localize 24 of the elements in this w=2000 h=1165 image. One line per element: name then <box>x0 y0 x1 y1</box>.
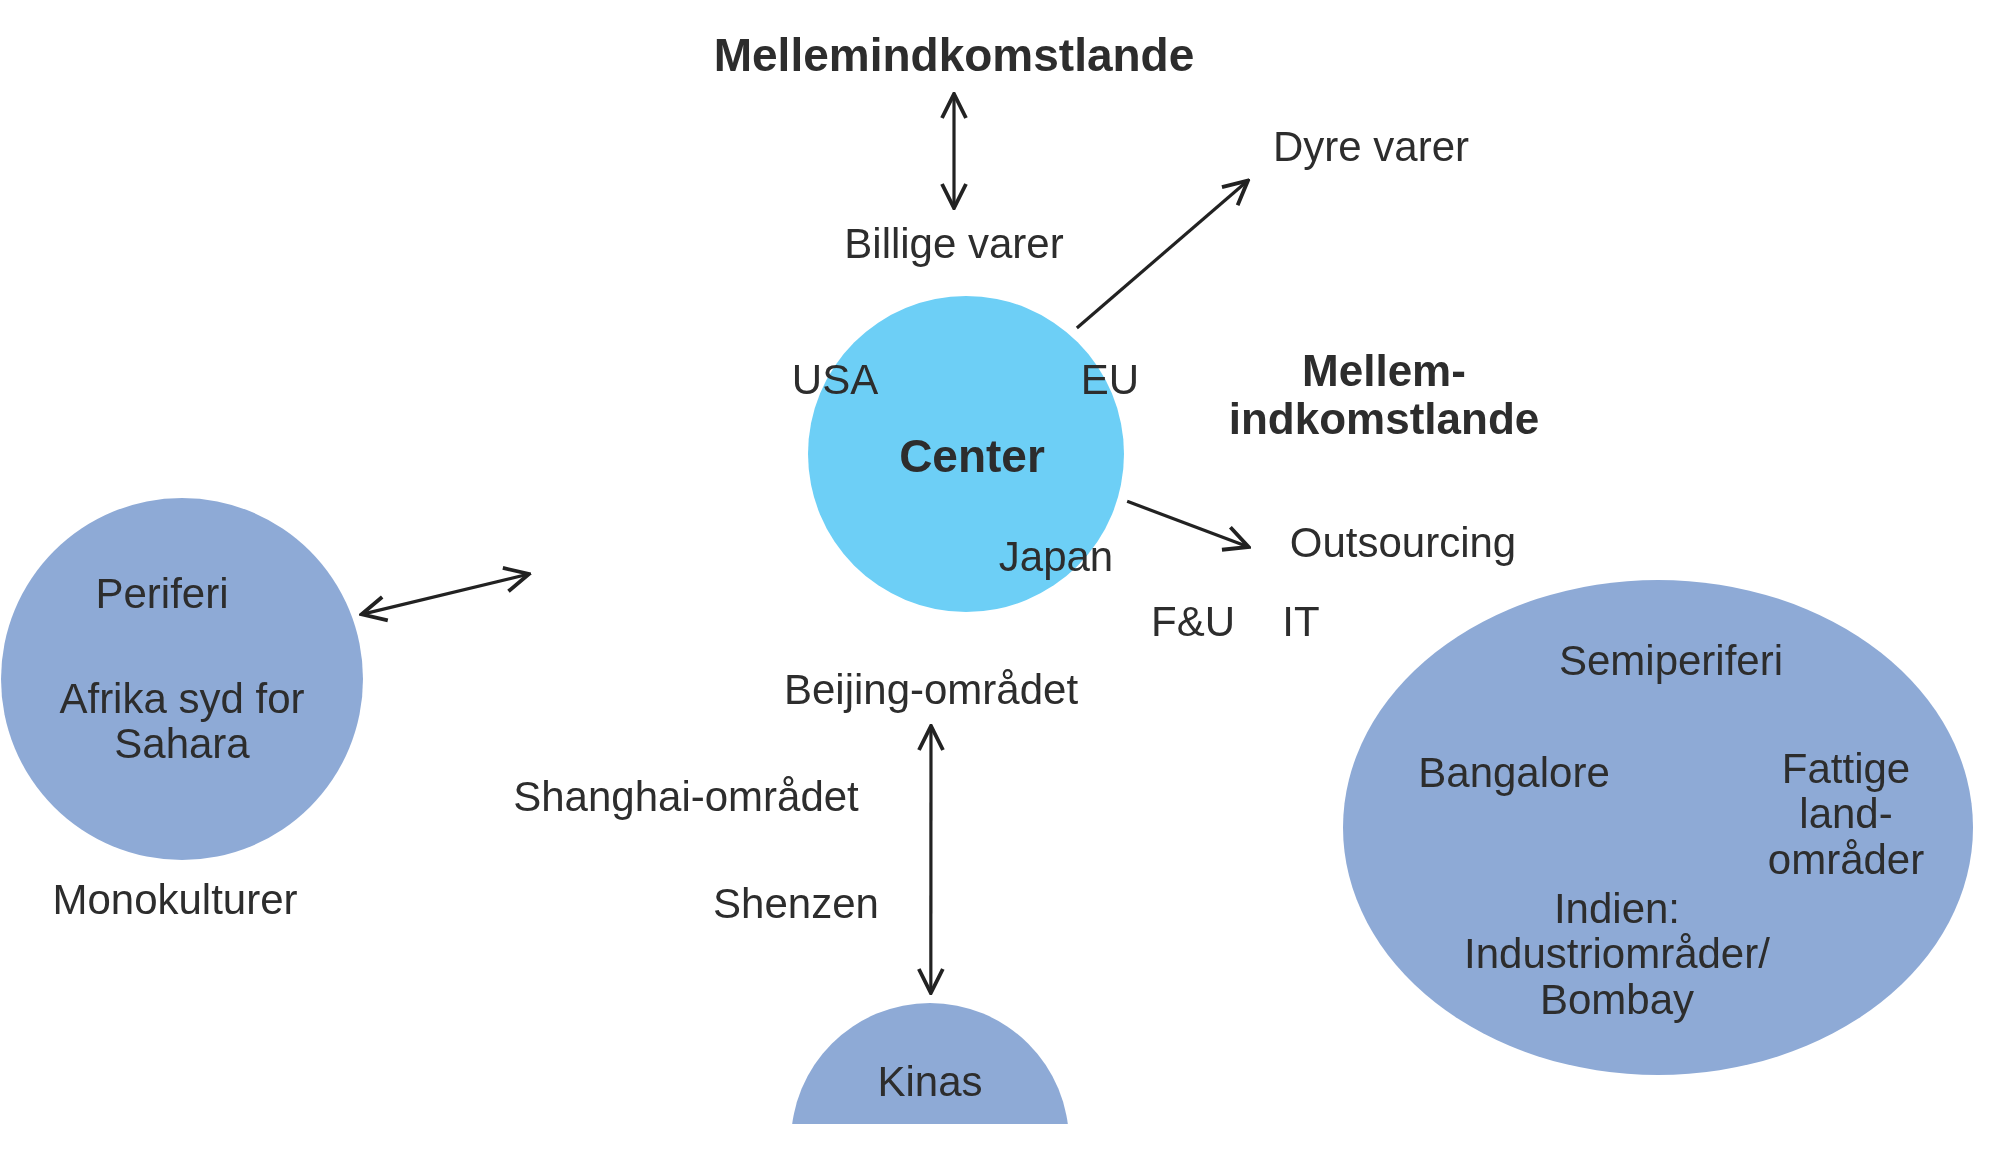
region-label: Indien: Industriområder/ Bombay <box>1463 885 1771 1023</box>
caption-text: Monokulturer <box>52 877 298 923</box>
arrow <box>1126 499 1251 552</box>
region-label: Semiperiferi <box>1558 638 1784 684</box>
region-label: Periferi <box>95 571 229 617</box>
text-label: Dyre varer <box>1251 120 1491 174</box>
text-label: Billige varer <box>804 218 1104 270</box>
arrow <box>359 566 531 623</box>
region-label: Bangalore <box>1418 750 1610 796</box>
text-label: IT <box>1282 599 1320 645</box>
region-label: Fattige land- områder <box>1766 745 1926 883</box>
text-label: Outsourcing <box>1258 515 1548 571</box>
arrow <box>940 92 968 210</box>
region-label: Center <box>899 432 1045 482</box>
arrow <box>1075 178 1250 330</box>
text-label: F&U <box>1151 599 1235 645</box>
text-label: Mellemindkomstlande <box>654 26 1254 84</box>
region-label: Afrika syd for Sahara <box>58 675 306 767</box>
text-label: Beijing-området <box>741 664 1121 716</box>
text-label: Shenzen <box>713 881 879 927</box>
text-label: Mellem- indkomstlande <box>1227 347 1541 443</box>
arrow <box>916 724 945 995</box>
region-label: Kinas <box>877 1059 983 1105</box>
text-label: Shanghai-området <box>513 774 859 820</box>
